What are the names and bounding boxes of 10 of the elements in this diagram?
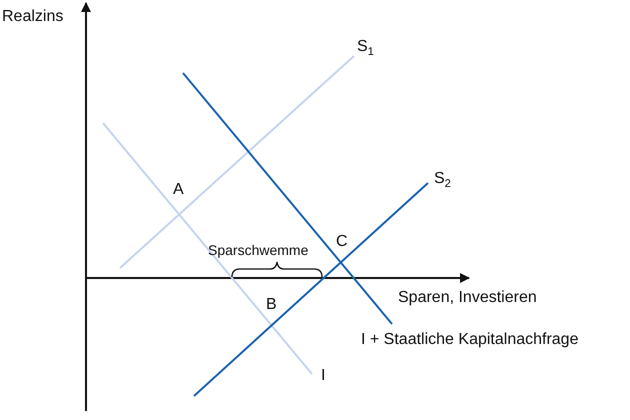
text-label: Sparen, Investieren xyxy=(398,289,537,307)
text-label: B xyxy=(266,296,277,314)
text-label: S$_{1}$ xyxy=(357,38,374,58)
text-label: A xyxy=(173,181,184,199)
text-label: I xyxy=(321,367,326,385)
text-label: Realzins xyxy=(2,8,64,26)
text-label: C xyxy=(336,233,348,251)
text-label: I + Staatliche Kapitalnachfrage xyxy=(361,331,578,349)
text-label: S$_{2}$ xyxy=(434,170,451,190)
text-label: Sparschwemme xyxy=(208,243,308,258)
